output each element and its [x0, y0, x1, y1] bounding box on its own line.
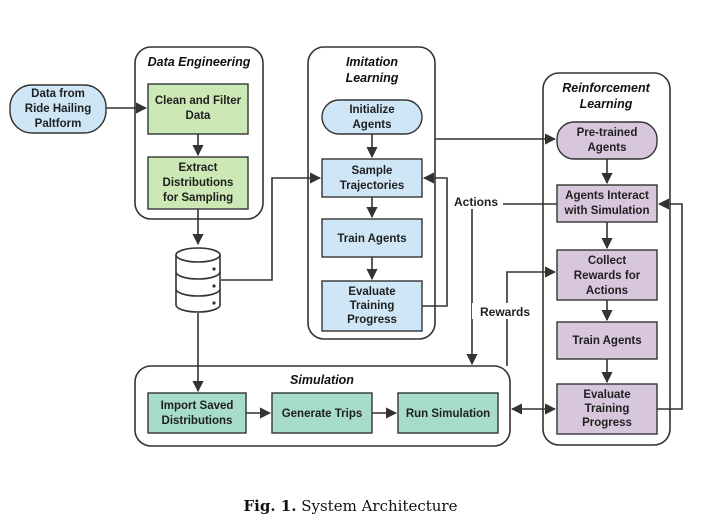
edge-db-to-sample	[221, 172, 322, 281]
node-sim-run-label: Run Simulation	[406, 408, 490, 420]
caption-text: System Architecture	[301, 497, 458, 515]
node-clean-filter: Clean and Filter Data	[147, 83, 249, 135]
node-rl-eval-line2: Training	[585, 403, 630, 415]
node-rl-eval-line1: Evaluate	[583, 389, 630, 401]
edge-rewards	[506, 266, 557, 366]
edge-rl-eval-loop	[657, 198, 683, 410]
node-il-train-label: Train Agents	[337, 233, 406, 245]
group-title-data-engineering: Data Engineering	[148, 55, 251, 69]
node-rl-pretrained-line2: Agents	[588, 142, 627, 154]
caption-label: Fig. 1.	[243, 497, 297, 515]
node-il-eval-line1: Evaluate	[348, 286, 395, 298]
group-title-reinforcement: Reinforcement	[562, 81, 650, 95]
node-il-initialize-agents: Initialize Agents	[321, 99, 423, 135]
node-rl-collect-line1: Collect	[588, 255, 627, 267]
group-data-engineering	[134, 46, 264, 220]
node-rl-pretrained-line1: Pre-trained	[577, 127, 638, 139]
node-il-sample-trajectories: Sample Trajectories	[321, 158, 423, 198]
node-clean-filter-line1: Clean and Filter	[155, 95, 242, 107]
node-il-sample-line1: Sample	[352, 165, 393, 177]
node-extract-line2: Distributions	[163, 177, 234, 189]
group-title-simulation: Simulation	[290, 373, 354, 387]
node-sim-import: Import Saved Distributions	[147, 392, 247, 434]
node-il-evaluate: Evaluate Training Progress	[321, 280, 423, 332]
node-sim-generate-label: Generate Trips	[282, 408, 363, 420]
node-data-source: Data from Ride Hailing Paltform	[9, 84, 107, 134]
node-il-eval-line3: Progress	[347, 314, 397, 326]
database-icon	[175, 247, 221, 313]
edge-label-rewards: Rewards	[480, 305, 530, 319]
node-rl-interact-line2: with Simulation	[564, 205, 650, 217]
actions-label-bg	[449, 193, 503, 209]
node-data-source-line2: Ride Hailing	[25, 103, 91, 115]
node-il-sample-line2: Trajectories	[340, 180, 405, 192]
node-sim-generate-trips: Generate Trips	[271, 392, 373, 434]
node-sim-import-line1: Import Saved	[161, 400, 234, 412]
node-data-source-line1: Data from	[31, 88, 85, 100]
node-sim-import-line2: Distributions	[162, 415, 233, 427]
edge-il-eval-loop	[422, 172, 448, 307]
edge-label-actions: Actions	[454, 195, 498, 209]
node-rl-train-agents: Train Agents	[556, 321, 658, 360]
node-rl-interact-line1: Agents Interact	[565, 190, 649, 202]
node-clean-filter-line2: Data	[186, 110, 212, 122]
node-rl-eval-line3: Progress	[582, 417, 632, 429]
node-sim-run: Run Simulation	[397, 392, 499, 434]
group-title-imitation: Imitation	[346, 55, 398, 69]
edge-actions	[466, 203, 557, 366]
node-il-eval-line2: Training	[350, 300, 395, 312]
node-rl-collect-line3: Actions	[586, 285, 628, 297]
group-title-imitation-2: Learning	[346, 71, 399, 85]
node-rl-collect-line2: Rewards for	[574, 270, 641, 282]
node-rl-train-label: Train Agents	[572, 335, 641, 347]
figure-caption: Fig. 1. System Architecture	[0, 497, 701, 515]
node-data-source-line3: Paltform	[35, 118, 82, 130]
node-il-init-line2: Agents	[353, 119, 392, 131]
group-simulation	[134, 365, 511, 447]
node-rl-evaluate: Evaluate Training Progress	[556, 383, 658, 435]
node-extract-line3: for Sampling	[163, 192, 233, 204]
node-rl-collect-rewards: Collect Rewards for Actions	[556, 249, 658, 301]
node-extract-distributions: Extract Distributions for Sampling	[147, 156, 249, 210]
group-imitation-learning	[307, 46, 436, 340]
group-title-reinforcement-2: Learning	[580, 97, 633, 111]
rewards-label-bg	[472, 303, 536, 319]
group-reinforcement-learning	[542, 72, 671, 446]
node-rl-pretrained-agents: Pre-trained Agents	[556, 121, 658, 160]
node-extract-line1: Extract	[179, 162, 218, 174]
node-il-train-agents: Train Agents	[321, 218, 423, 258]
node-il-init-line1: Initialize	[349, 104, 394, 116]
node-rl-agents-interact: Agents Interact with Simulation	[556, 184, 658, 223]
